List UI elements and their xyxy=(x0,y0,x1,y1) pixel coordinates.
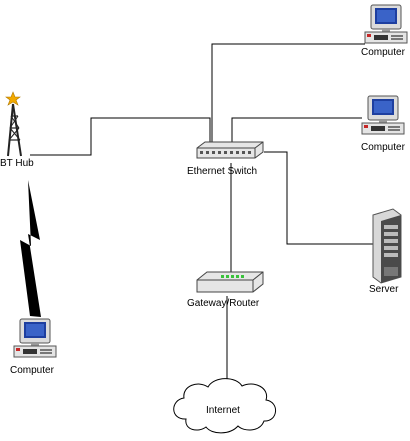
connection-lines xyxy=(30,43,373,383)
router-icon xyxy=(196,271,264,293)
link-switch-computer-top xyxy=(211,43,365,143)
computer-icon xyxy=(364,4,408,44)
computer-bottom-label: Computer xyxy=(10,365,55,376)
link-bthub-switch xyxy=(30,117,211,156)
bt-hub-label: BT Hub xyxy=(0,158,34,169)
server-tower-icon xyxy=(372,208,402,284)
computer-icon xyxy=(361,95,405,135)
switch-icon xyxy=(196,141,264,159)
computer-middle-label: Computer xyxy=(361,142,406,153)
cloud-icon xyxy=(173,378,276,434)
antenna-tower-icon xyxy=(5,91,22,157)
internet-label: Internet xyxy=(206,405,240,416)
ethernet-switch-label: Ethernet Switch xyxy=(187,166,257,177)
link-switch-server xyxy=(264,151,373,245)
computer-top-label: Computer xyxy=(361,47,406,58)
link-switch-computer-middle xyxy=(231,117,362,143)
server-label: Server xyxy=(369,284,399,295)
gateway-router-label: Gateway/Router xyxy=(187,298,260,309)
wireless-link-bolt xyxy=(20,180,41,317)
computer-icon xyxy=(13,318,57,358)
